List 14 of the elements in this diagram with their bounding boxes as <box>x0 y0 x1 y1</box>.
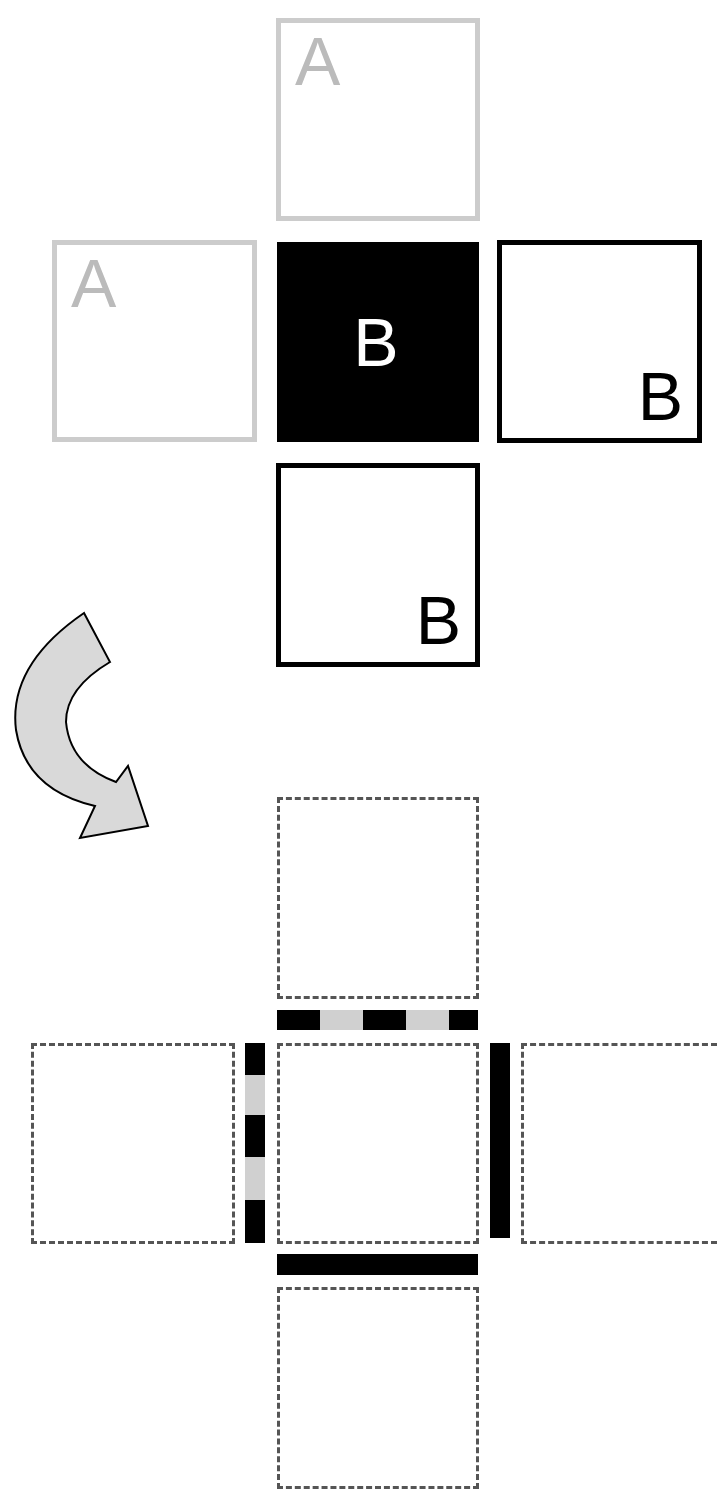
tile-letter: A <box>71 249 117 317</box>
square-tile <box>276 18 480 221</box>
dashed-square <box>277 1287 479 1489</box>
square-tile <box>497 240 702 443</box>
tile-letter: B <box>415 586 461 654</box>
dashed-square <box>277 1043 479 1244</box>
tile-letter: A <box>295 27 341 95</box>
tile-letter: B <box>353 308 399 376</box>
filled-square <box>277 242 479 442</box>
tile-letter: B <box>637 362 683 430</box>
square-tile <box>276 463 480 667</box>
dashed-square <box>277 797 479 999</box>
square-tile <box>52 240 257 442</box>
dashed-square <box>31 1043 235 1244</box>
